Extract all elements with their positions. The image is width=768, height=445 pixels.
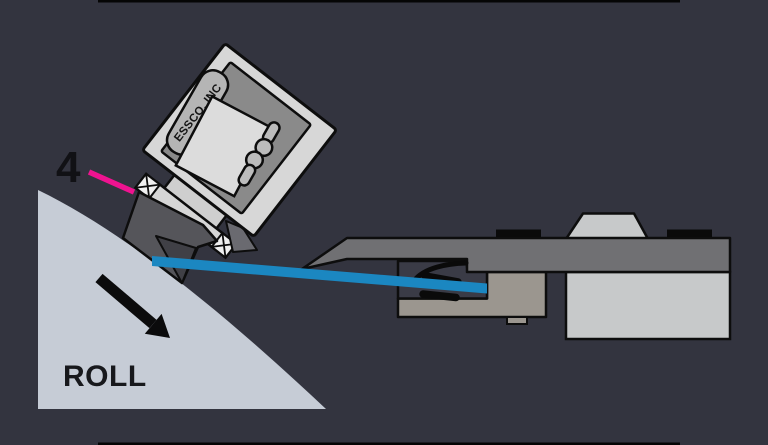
frame-bottom-border: [98, 442, 680, 445]
callout-number-label: 4: [56, 143, 81, 192]
doctor-blade: [152, 256, 487, 294]
arrow-head: [144, 313, 170, 338]
clamp-tab: [506, 316, 528, 325]
button-bottom: [237, 163, 257, 187]
probe-foot-main: [121, 190, 219, 285]
roll-surface: [38, 190, 326, 409]
gauge-head-group: ESSCO, INC: [142, 43, 337, 237]
probe-foot-facet: [225, 220, 258, 253]
holder-top-bar: [300, 236, 732, 274]
collar-cap-cross: [135, 173, 161, 199]
roll-direction-arrow: [95, 273, 170, 338]
clamp-pad-right: [667, 229, 712, 238]
arrow-shaft: [95, 273, 157, 329]
roll-label: ROLL: [63, 360, 147, 393]
frame-top-border: [98, 0, 680, 3]
clamp-pad-left: [496, 229, 541, 238]
clamp-lip-lower: [419, 290, 460, 302]
button-cluster: [237, 121, 281, 187]
holder-base-block: [564, 270, 732, 341]
callout-leader-line: [87, 169, 136, 195]
